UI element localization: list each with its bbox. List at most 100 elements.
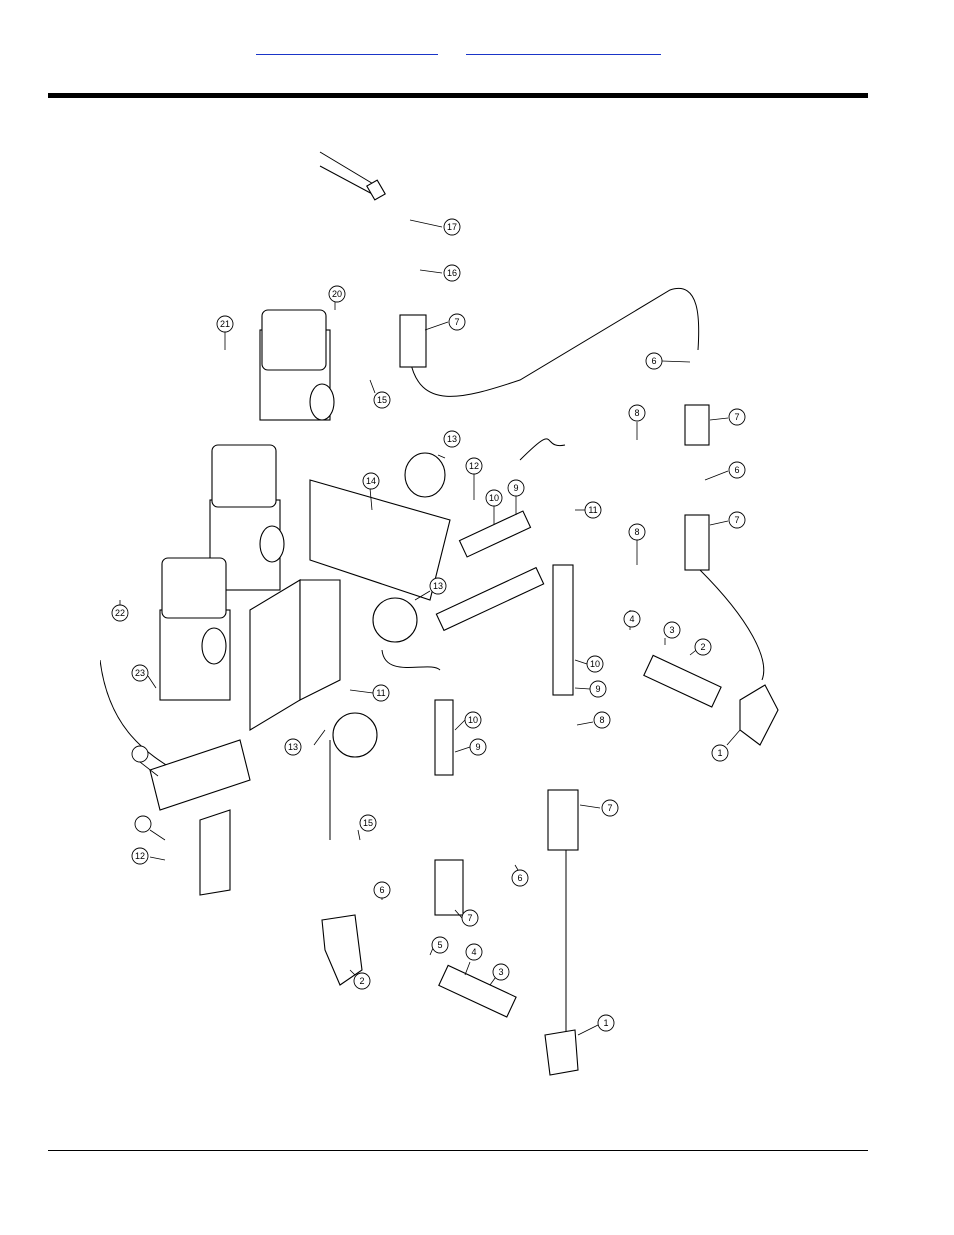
- callout-9a: 9: [507, 479, 525, 515]
- svg-text:23: 23: [135, 668, 145, 678]
- callout-6c: 6: [511, 864, 529, 887]
- callout-11b: 11: [349, 684, 390, 702]
- nav-link-2[interactable]: [466, 38, 661, 55]
- strainers: [332, 452, 446, 758]
- svg-text:15: 15: [363, 818, 373, 828]
- svg-text:9: 9: [595, 684, 600, 694]
- svg-text:10: 10: [468, 715, 478, 725]
- callout-1a: 1: [711, 729, 741, 762]
- callout-3a: 3: [663, 621, 681, 645]
- callout-21: 23: [131, 664, 157, 689]
- callout-12b: 12: [131, 847, 166, 865]
- callout-10a: 10: [485, 489, 503, 525]
- svg-text:10: 10: [590, 659, 600, 669]
- svg-text:10: 10: [489, 493, 499, 503]
- svg-text:8: 8: [634, 408, 639, 418]
- callout-22: [131, 745, 159, 777]
- svg-text:4: 4: [629, 614, 634, 624]
- callout-13b: 13: [414, 577, 447, 601]
- header-rule: [48, 93, 868, 98]
- svg-text:13: 13: [288, 742, 298, 752]
- svg-text:7: 7: [734, 412, 739, 422]
- callout-15a: 15: [369, 379, 391, 409]
- parts-diagram: 17 16 7 20 21 15 6 7 8 13 12 6 14 10 9 1…: [100, 151, 779, 1076]
- callout-2b: 3: [489, 963, 510, 986]
- svg-text:7: 7: [734, 515, 739, 525]
- callout-16: 16: [419, 264, 461, 282]
- svg-text:12: 12: [135, 851, 145, 861]
- callout-2a: 2: [689, 638, 712, 656]
- callout-4b: 5: [429, 936, 449, 956]
- svg-text:6: 6: [379, 885, 384, 895]
- callout-13c: 13: [284, 729, 326, 756]
- svg-text:4: 4: [471, 947, 476, 957]
- callout-7d: 7: [579, 799, 619, 817]
- svg-text:13: 13: [433, 581, 443, 591]
- svg-text:5: 5: [437, 940, 442, 950]
- svg-text:15: 15: [377, 395, 387, 405]
- callout-12a: 12: [465, 457, 483, 500]
- callout-9c: 9: [454, 738, 487, 756]
- callout-19: 21: [216, 315, 234, 350]
- tee-fittings: [399, 314, 710, 916]
- svg-text:9: 9: [513, 483, 518, 493]
- callout-10b: 10: [574, 655, 604, 673]
- svg-text:1: 1: [717, 748, 722, 758]
- callout-15b: 15: [357, 814, 377, 841]
- svg-text:17: 17: [447, 222, 457, 232]
- tubes: [434, 510, 722, 1018]
- svg-text:9: 9: [475, 742, 480, 752]
- svg-text:16: 16: [447, 268, 457, 278]
- svg-text:11: 11: [588, 505, 597, 515]
- callout-20: 22: [111, 600, 129, 622]
- callout-5: 2: [349, 969, 371, 990]
- callout-7e: 7: [454, 909, 479, 927]
- svg-text:11: 11: [376, 688, 385, 698]
- svg-text:8: 8: [634, 527, 639, 537]
- callout-8b: 8: [628, 523, 646, 565]
- callout-3b: 4: [464, 943, 483, 976]
- valve-top: [259, 309, 335, 421]
- svg-text:3: 3: [669, 625, 674, 635]
- callout-7a: 7: [424, 313, 466, 331]
- svg-text:6: 6: [517, 873, 522, 883]
- svg-text:21: 21: [220, 319, 230, 329]
- callout-23: [134, 815, 166, 841]
- callout-4a: 4: [623, 610, 641, 630]
- callout-8a: 8: [628, 404, 646, 440]
- callout-10c: 10: [454, 711, 482, 731]
- callout-13a: 13: [437, 430, 461, 459]
- callouts: 17 16 7 20 21 15 6 7 8 13 12 6 14 10 9 1…: [111, 218, 746, 1036]
- callout-17: 17: [409, 218, 461, 236]
- svg-text:8: 8: [599, 715, 604, 725]
- footer-rule: [48, 1150, 868, 1151]
- nav-link-1[interactable]: [256, 38, 438, 55]
- svg-text:12: 12: [469, 461, 479, 471]
- callout-7c: 7: [709, 511, 746, 529]
- callout-18: 20: [328, 285, 346, 310]
- svg-text:20: 20: [332, 289, 342, 299]
- svg-text:6: 6: [651, 356, 656, 366]
- svg-text:22: 22: [115, 608, 125, 618]
- svg-text:3: 3: [498, 967, 503, 977]
- svg-text:1: 1: [603, 1018, 608, 1028]
- svg-text:2: 2: [700, 642, 705, 652]
- callout-6b: 6: [704, 461, 746, 481]
- callout-8c: 8: [576, 711, 611, 729]
- svg-text:7: 7: [467, 913, 472, 923]
- svg-text:13: 13: [447, 434, 457, 444]
- mounting-brackets: [149, 479, 451, 896]
- callout-9b: 9: [574, 680, 607, 698]
- callout-14: 14: [362, 472, 380, 511]
- elbows: [321, 684, 779, 1076]
- valve-bottom: [159, 557, 231, 701]
- svg-text:14: 14: [366, 476, 376, 486]
- callout-6d: 6: [373, 881, 391, 900]
- svg-text:7: 7: [454, 317, 459, 327]
- callout-7b: 7: [709, 408, 746, 426]
- svg-text:2: 2: [359, 976, 364, 986]
- callout-1b: 1: [577, 1014, 615, 1036]
- callout-6a: 6: [645, 352, 691, 370]
- hose-top: [319, 151, 386, 201]
- svg-text:6: 6: [734, 465, 739, 475]
